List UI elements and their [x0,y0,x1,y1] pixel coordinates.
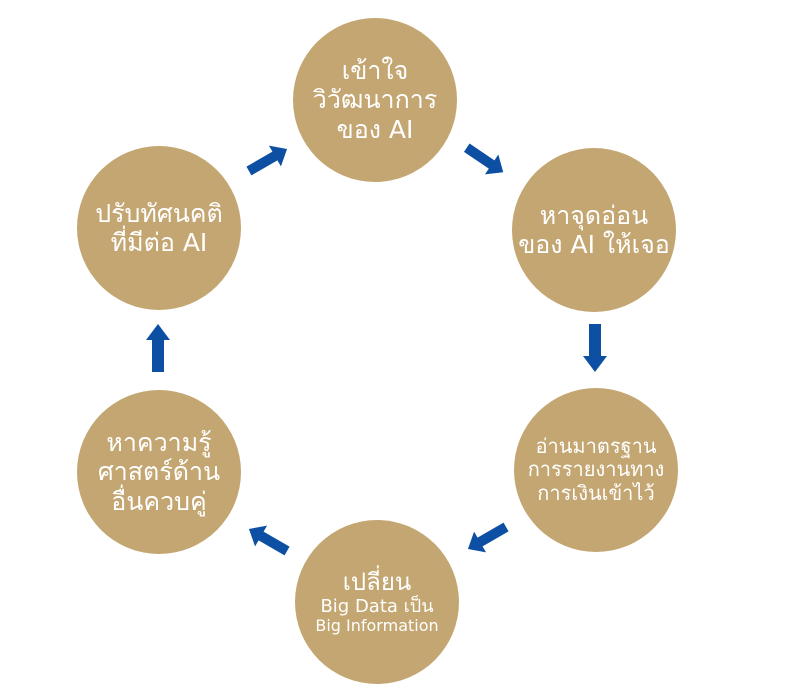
step-read-financial-reporting-standards: อ่านมาตรฐาน การรายงานทาง การเงินเข้าไว้ [514,388,678,552]
step-text-line: Big Data เป็น [320,596,434,618]
arrow-step2-to-step3 [583,324,607,372]
step-text-line: ของ AI ให้เจอ [518,230,670,259]
step-text-line: หาความรู้ [106,427,212,457]
arrow-step3-to-step4 [467,522,509,553]
step-text-line: อื่นควบคู่ [111,486,207,516]
step-text-line: เข้าใจ [341,55,409,85]
step-text-line: ของ AI [336,114,414,144]
step-understand-ai-evolution: เข้าใจ วิวัฒนาการ ของ AI [293,18,457,182]
step-text-line: อ่านมาตรฐาน [535,433,657,458]
step-find-ai-weaknesses: หาจุดอ่อน ของ AI ให้เจอ [512,148,676,312]
arrow-step5-to-step6 [146,324,170,372]
step-text-line: การเงินเข้าไว้ [537,480,655,505]
arrow-step1-to-step2 [463,143,504,175]
step-text-line: วิวัฒนาการ [312,85,438,115]
step-text-line: เปลี่ยน [342,567,412,596]
arrow-step4-to-step5 [248,525,290,556]
step-text-line: หาจุดอ่อน [539,200,649,230]
step-text-line: ปรับทัศนคติ [95,198,223,228]
step-text-line: Big Information [315,616,439,636]
step-adjust-attitude-toward-ai: ปรับทัศนคติ ที่มีต่อ AI [77,146,241,310]
arrow-step6-to-step1 [246,145,288,176]
step-big-data-to-big-information: เปลี่ยน Big Data เป็น Big Information [295,520,459,684]
step-text-line: ที่มีต่อ AI [110,228,208,257]
step-learn-other-disciplines: หาความรู้ ศาสตร์ด้าน อื่นควบคู่ [77,390,241,554]
step-text-line: การรายงานทาง [527,457,665,482]
step-text-line: ศาสตร์ด้าน [97,457,221,487]
